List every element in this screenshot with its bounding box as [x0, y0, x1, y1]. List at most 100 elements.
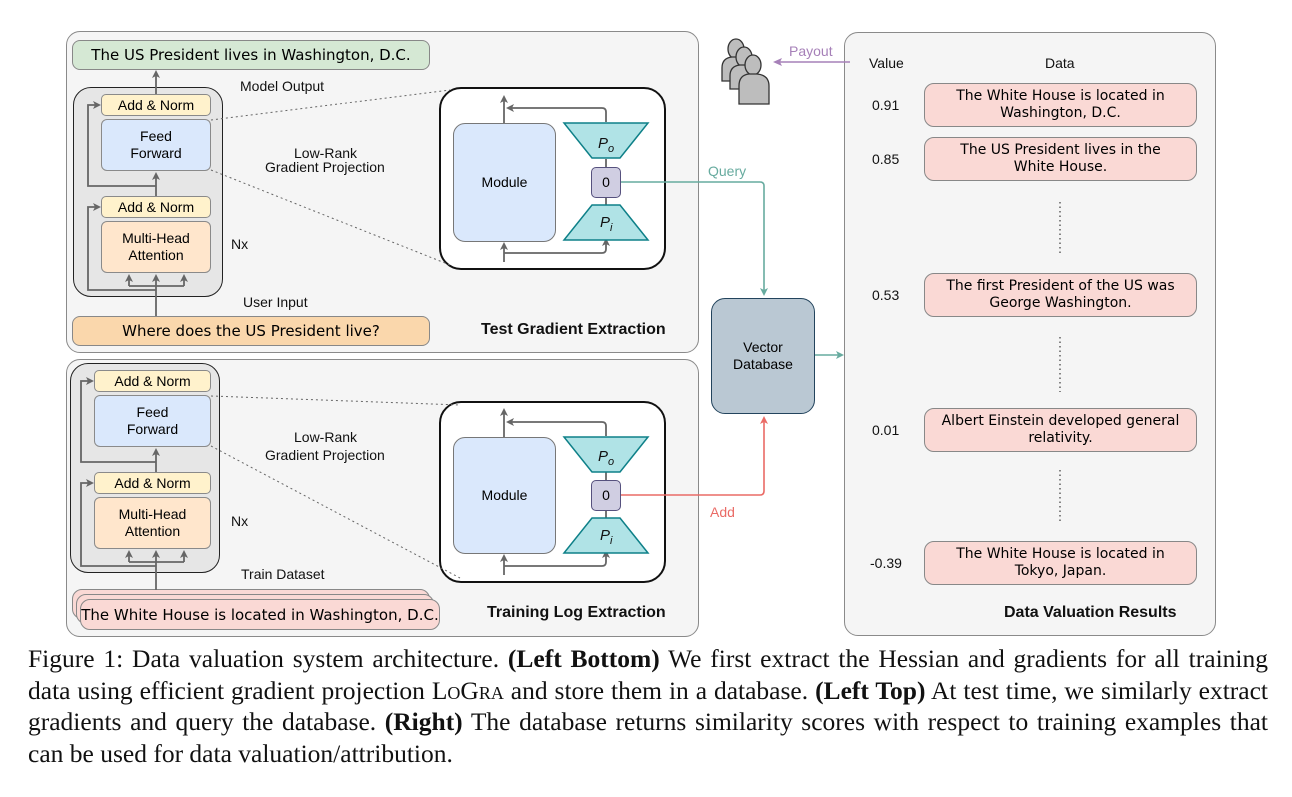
result-data-line-1: The US President lives in the [960, 142, 1161, 159]
feed-forward-label-1: Feed [140, 128, 172, 145]
add-norm-bottom-2: Add & Norm [94, 472, 211, 494]
projector-out-bottom [562, 436, 650, 473]
caption-text-3: At test time, we similarly extract gradi… [28, 675, 1269, 737]
projection-internals-bottom: Po Pi [500, 408, 650, 575]
data-valuation-results-panel [844, 32, 1216, 636]
caption-left-bottom: (Left Bottom) [507, 644, 660, 673]
p-in-label-top: Pi [600, 214, 613, 234]
add-norm-bottom-1: Add & Norm [94, 370, 211, 392]
model-output-box: The US President lives in Washington, D.… [72, 40, 430, 70]
user-input-box: Where does the US President live? [72, 316, 430, 346]
projector-in-bottom [562, 517, 650, 554]
query-arrow [621, 181, 768, 296]
data-column-header: Data [1045, 55, 1075, 71]
result-data-line-2: relativity. [1028, 430, 1093, 446]
result-value: 0.01 [872, 422, 900, 438]
mha-label-1: Multi-Head [122, 230, 190, 247]
caption-method-name: LoGra [431, 675, 504, 705]
query-label: Query [708, 163, 747, 179]
value-column-header: Value [869, 55, 904, 71]
caption-text-2: and store them in a database. [503, 675, 816, 705]
result-value: 0.91 [872, 97, 900, 113]
panel-title-results: Data Valuation Results [1004, 604, 1177, 621]
feed-forward-label-2: Forward [126, 421, 179, 437]
zero-label: 0 [602, 487, 610, 504]
caption-text-4: The database returns similarity scores w… [28, 707, 1268, 768]
projection-label-top-1: Low-Rank [294, 145, 358, 161]
feed-forward-bottom: Feed Forward [94, 395, 211, 447]
result-value: 0.53 [872, 287, 900, 303]
vector-db-label-1: Vector [743, 339, 783, 356]
users-icon [721, 38, 770, 105]
feed-forward-label-1: Feed [136, 404, 169, 421]
zero-box-top: 0 [591, 167, 621, 198]
panel-title-top: Test Gradient Extraction [481, 321, 666, 338]
transformer-arrows-top [87, 70, 188, 316]
train-example-text: The White House is located in Washington… [81, 605, 439, 624]
add-arrow [621, 416, 768, 496]
vector-database: Vector Database [711, 298, 815, 414]
train-dataset-label: Train Dataset [241, 566, 325, 582]
mha-label-2: Attention [128, 247, 184, 263]
nx-label-top: Nx [231, 236, 249, 252]
caption-text-1: We first extract the Hessian and gradien… [28, 644, 1268, 705]
mha-label-1: Multi-Head [118, 506, 187, 523]
add-norm-label: Add & Norm [117, 96, 195, 113]
zero-label: 0 [602, 174, 610, 191]
result-value: -0.39 [870, 555, 902, 571]
module-label: Module [481, 174, 528, 191]
module-box-top: Module [453, 123, 556, 242]
transformer-arrows-bottom [80, 377, 188, 590]
p-out-label-bottom: Po [598, 448, 614, 468]
projector-out-top [562, 122, 650, 159]
result-data-line-1: Albert Einstein developed general [941, 413, 1180, 430]
add-norm-label: Add & Norm [117, 198, 195, 215]
result-data-line-2: Tokyo, Japan. [1014, 563, 1107, 579]
model-output-label: Model Output [240, 78, 325, 94]
p-in-label-bottom: Pi [600, 527, 613, 547]
projection-internals-top: Po Pi [500, 95, 650, 262]
user-input-text: Where does the US President live? [122, 322, 380, 340]
zero-box-bottom: 0 [591, 480, 621, 511]
feed-forward-label-2: Forward [130, 145, 182, 161]
result-data-line-1: The White House is located in [956, 546, 1165, 563]
mha-label-2: Attention [124, 523, 181, 539]
module-label: Module [481, 487, 528, 504]
payout-label: Payout [789, 43, 833, 59]
model-output-text: The US President lives in Washington, D.… [91, 46, 411, 64]
add-norm-label: Add & Norm [114, 474, 191, 491]
panel-title-bottom: Training Log Extraction [487, 604, 666, 621]
add-label: Add [710, 504, 735, 520]
user-input-label: User Input [243, 294, 308, 310]
vector-db-label-2: Database [733, 356, 793, 372]
caption-prefix: Figure 1: Data valuation system architec… [28, 644, 508, 673]
nx-label-bottom: Nx [231, 513, 249, 529]
feed-forward-top: Feed Forward [101, 119, 211, 171]
result-value: 0.85 [872, 151, 900, 167]
add-norm-top-1: Add & Norm [101, 94, 211, 116]
multi-head-attention-bottom: Multi-Head Attention [94, 497, 211, 549]
result-data-line-1: The first President of the US was [946, 278, 1175, 295]
zoom-guide-lines [210, 89, 461, 579]
result-data-line-2: Washington, D.C. [1000, 105, 1121, 121]
projector-in-top [562, 204, 650, 241]
figure-caption: Figure 1: Data valuation system architec… [28, 643, 1268, 769]
train-example-box: The White House is located in Washington… [80, 599, 440, 630]
projection-label-top-2: Gradient Projection [265, 159, 385, 175]
multi-head-attention-top: Multi-Head Attention [101, 221, 211, 273]
result-data-line-2: George Washington. [989, 295, 1132, 311]
module-box-bottom: Module [453, 437, 556, 554]
caption-left-top: (Left Top) [815, 675, 926, 705]
result-data-line-2: White House. [1013, 159, 1108, 175]
result-data-line-1: The White House is located in [956, 88, 1165, 105]
add-norm-top-2: Add & Norm [101, 196, 211, 218]
caption-right: (Right) [384, 707, 463, 736]
projection-label-bottom-2: Gradient Projection [265, 447, 385, 463]
projection-label-bottom-1: Low-Rank [294, 429, 358, 445]
